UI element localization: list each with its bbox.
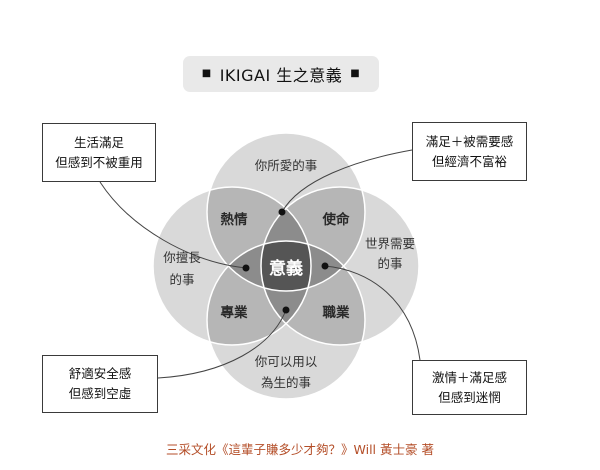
- connector-top-left: [99, 181, 247, 269]
- connector-bottom-left: [157, 309, 287, 379]
- label-vocation: 職業: [323, 304, 350, 321]
- callout-bottom-left-line1: 舒適安全感: [68, 366, 132, 381]
- label-profession: 專業: [221, 304, 248, 321]
- source-credit: 三采文化《這輩子賺多少才夠？》Will 黃士豪 著: [166, 442, 434, 457]
- connector-dots: [242, 208, 329, 314]
- title-bullet-left: ■: [201, 67, 212, 79]
- label-love: 你所愛的事: [255, 158, 318, 173]
- callout-bottom-right-line2: 但感到迷惘: [438, 389, 501, 405]
- label-good-at-line1: 你擅長: [163, 250, 201, 265]
- callout-bottom-right-line1: 激情＋滿足感: [431, 369, 507, 385]
- title-bullet-right: ■: [350, 67, 361, 79]
- callout-bottom-left: 舒適安全感 但感到空虛: [42, 355, 158, 413]
- connector-top-right: [281, 149, 413, 213]
- callout-top-right: 滿足＋被需要感 但經濟不富裕: [412, 122, 527, 181]
- label-world-needs: 世界需要的事: [365, 236, 415, 271]
- label-good-at: 你擅長的事: [163, 250, 201, 287]
- label-paid-for: 你可以用以為生的事: [255, 354, 318, 390]
- overlap-labels: 熱情 使命 專業 職業: [221, 211, 350, 321]
- label-love-line: 你所愛的事: [255, 158, 318, 173]
- diagram-title: ■ IKIGAI 生之意義 ■: [183, 56, 379, 92]
- title-text: IKIGAI 生之意義: [219, 66, 343, 85]
- callout-top-left-line1: 生活滿足: [73, 134, 124, 150]
- label-world-needs-line2: 的事: [377, 256, 402, 271]
- label-good-at-line2: 的事: [169, 272, 194, 287]
- connector-bottom-right: [324, 265, 421, 361]
- label-paid-for-line1: 你可以用以: [255, 354, 318, 369]
- callout-top-right-line1: 滿足＋被需要感: [425, 133, 514, 149]
- label-passion: 熱情: [221, 211, 248, 228]
- connector-lines: [99, 149, 421, 379]
- label-paid-for-line2: 為生的事: [261, 375, 311, 390]
- circle-labels: 你所愛的事 你擅長的事 世界需要的事 你可以用以為生的事: [163, 158, 415, 390]
- callout-top-left: 生活滿足 但感到不被重用: [42, 123, 156, 182]
- callout-bottom-right: 激情＋滿足感 但感到迷惘: [412, 360, 527, 415]
- circle-outlines: [152, 132, 420, 400]
- callout-top-left-line2: 但感到不被重用: [55, 154, 143, 170]
- callout-top-right-line2: 但經濟不富裕: [431, 153, 507, 169]
- label-world-needs-line1: 世界需要: [365, 236, 415, 251]
- label-mission: 使命: [322, 211, 350, 228]
- label-center: 意義: [269, 258, 303, 279]
- callout-bottom-left-line2: 但感到空虛: [68, 386, 132, 401]
